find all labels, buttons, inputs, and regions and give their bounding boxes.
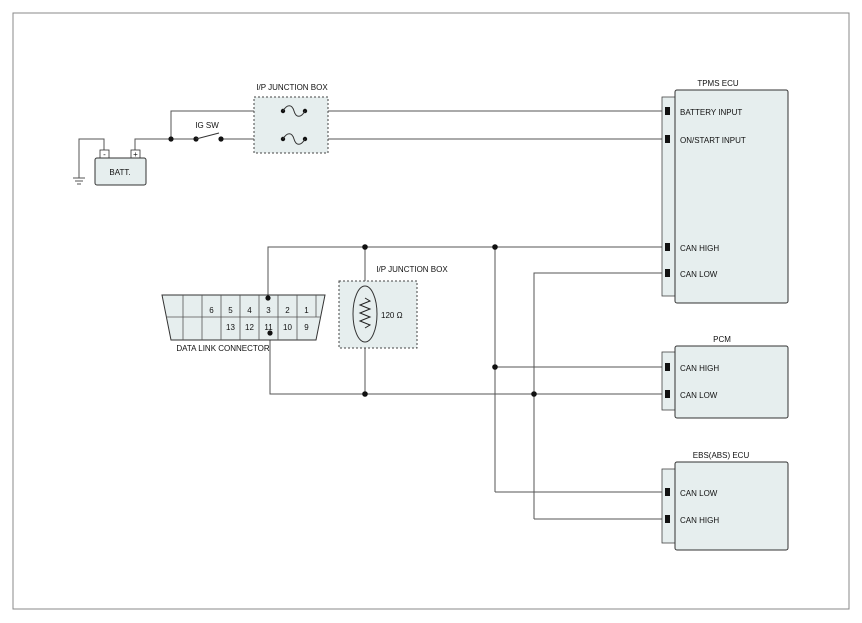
ip-junction-box-1-label: I/P JUNCTION BOX [256, 83, 328, 92]
battery-body [94, 157, 147, 186]
dlc-pin-13: 13 [226, 323, 235, 332]
dlc-label: DATA LINK CONNECTOR [176, 344, 270, 353]
battery-pos-sign: + [133, 150, 138, 159]
switch-blade [195, 132, 220, 140]
dlc-pin-2: 2 [285, 306, 290, 315]
battery-label: BATT. [109, 168, 130, 177]
ig-switch-label: IG SW [195, 121, 219, 130]
resistor-value: 120 Ω [381, 311, 403, 320]
ebs-ecu-body [674, 461, 789, 551]
ebs-connector [661, 468, 677, 544]
pcm-connector [661, 351, 677, 411]
can-bus-wires [267, 244, 665, 520]
tpms-ecu-body [674, 89, 789, 304]
battery-neg-sign: - [103, 150, 106, 159]
dlc-pin-10: 10 [283, 323, 292, 332]
ebs-pin-can-high: CAN HIGH [680, 516, 719, 525]
pcm: PCM CAN HIGH CAN LOW [661, 335, 789, 419]
ig-switch: IG SW [193, 121, 224, 142]
dlc-pin-6: 6 [209, 306, 214, 315]
data-link-connector: 6 5 4 3 2 1 13 12 11 10 9 DATA LINK CONN… [161, 294, 326, 353]
battery: - + BATT. [94, 149, 147, 186]
ip-junction-box-fuses: I/P JUNCTION BOX [253, 83, 329, 154]
dlc-pin-4: 4 [247, 306, 252, 315]
dlc-pin-12: 12 [245, 323, 254, 332]
fuse-1 [280, 105, 308, 117]
dlc-pin-3: 3 [266, 306, 271, 315]
pcm-body [674, 345, 789, 419]
ip-junction-box-1 [253, 96, 329, 154]
dlc-pin-5: 5 [228, 306, 233, 315]
tpms-ecu: TPMS ECU BATTERY INPUT ON/START INPUT CA… [661, 79, 789, 304]
resistor-housing [352, 285, 378, 343]
power-wires [73, 110, 665, 185]
resistor-zigzag [358, 297, 372, 329]
tpms-ecu-title: TPMS ECU [697, 79, 739, 88]
ebs-pin-can-low: CAN LOW [680, 489, 718, 498]
tpms-pin-can-high: CAN HIGH [680, 244, 719, 253]
ip-junction-box-2-label: I/P JUNCTION BOX [376, 265, 448, 274]
tpms-pin-battery-input: BATTERY INPUT [680, 108, 742, 117]
ip-junction-box-2 [338, 280, 418, 349]
pcm-pin-can-high: CAN HIGH [680, 364, 719, 373]
tpms-connector [661, 96, 677, 297]
dlc-pin-1: 1 [304, 306, 309, 315]
dlc-pin-9: 9 [304, 323, 309, 332]
pcm-pin-can-low: CAN LOW [680, 391, 718, 400]
ebs-abs-ecu: EBS(ABS) ECU CAN LOW CAN HIGH [661, 451, 789, 551]
diagram-frame [12, 12, 850, 610]
tpms-pin-on-start-input: ON/START INPUT [680, 136, 746, 145]
dlc-pin-11: 11 [264, 323, 273, 332]
pcm-title: PCM [713, 335, 731, 344]
tpms-pin-can-low: CAN LOW [680, 270, 718, 279]
dlc-shell [161, 294, 326, 341]
ebs-ecu-title: EBS(ABS) ECU [693, 451, 750, 460]
ip-junction-box-resistor: I/P JUNCTION BOX 120 Ω [338, 265, 448, 349]
fuse-2 [280, 133, 308, 145]
